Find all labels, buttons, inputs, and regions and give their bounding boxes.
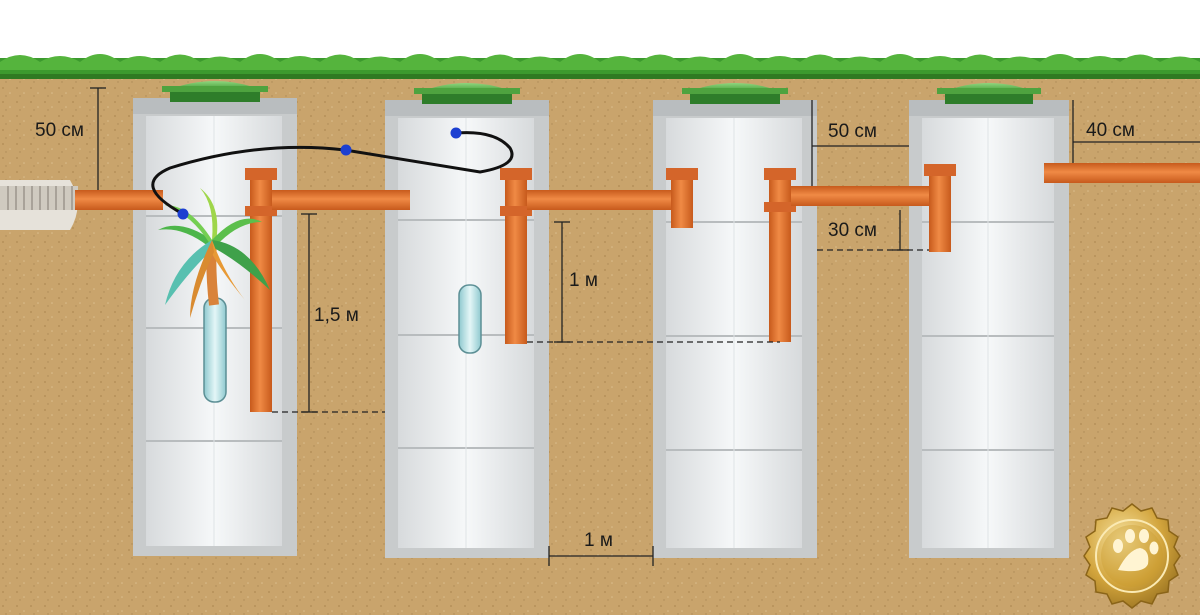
grass	[0, 54, 1200, 79]
label-pipe-depth-first: 1,5 м	[314, 305, 359, 326]
well-1-standpipe	[250, 172, 272, 412]
palm-tree-icon	[158, 188, 270, 318]
sensor-dot-well-1	[177, 208, 189, 220]
label-inlet-offset: 30 см	[828, 220, 877, 241]
pipes	[75, 163, 1200, 412]
label-depth-first-well: 50 см	[35, 120, 84, 141]
inlet-pipe	[75, 190, 163, 210]
sensor-dot-well-2	[450, 127, 462, 139]
pipe-well-2-to-3	[527, 190, 677, 210]
pipe-well-3-to-4	[791, 186, 941, 206]
outlet-pipe	[1044, 163, 1200, 183]
sensor-cable	[151, 131, 514, 216]
label-depth-third-well: 50 см	[828, 121, 877, 142]
paw-print-seal-icon	[1083, 503, 1181, 609]
well-4	[909, 83, 1069, 558]
well-1-filter-cartridge	[203, 297, 227, 403]
label-depth-fourth-well: 40 см	[1086, 120, 1135, 141]
dimension-lines	[90, 87, 1200, 566]
well-3-inlet-tee	[671, 172, 693, 228]
inlet-drain-pipe	[0, 180, 78, 230]
well-3-standpipe	[769, 172, 791, 342]
label-pipe-depth-second: 1 м	[569, 270, 598, 291]
well-4-inlet-tee	[929, 168, 951, 252]
pipe-well-1-to-2	[272, 190, 410, 210]
well-3	[653, 83, 817, 558]
sensor-dot-cable	[340, 144, 352, 156]
well-2-float-sensor	[458, 284, 482, 354]
well-2-standpipe	[505, 172, 527, 344]
label-well-spacing: 1 м	[584, 530, 613, 551]
